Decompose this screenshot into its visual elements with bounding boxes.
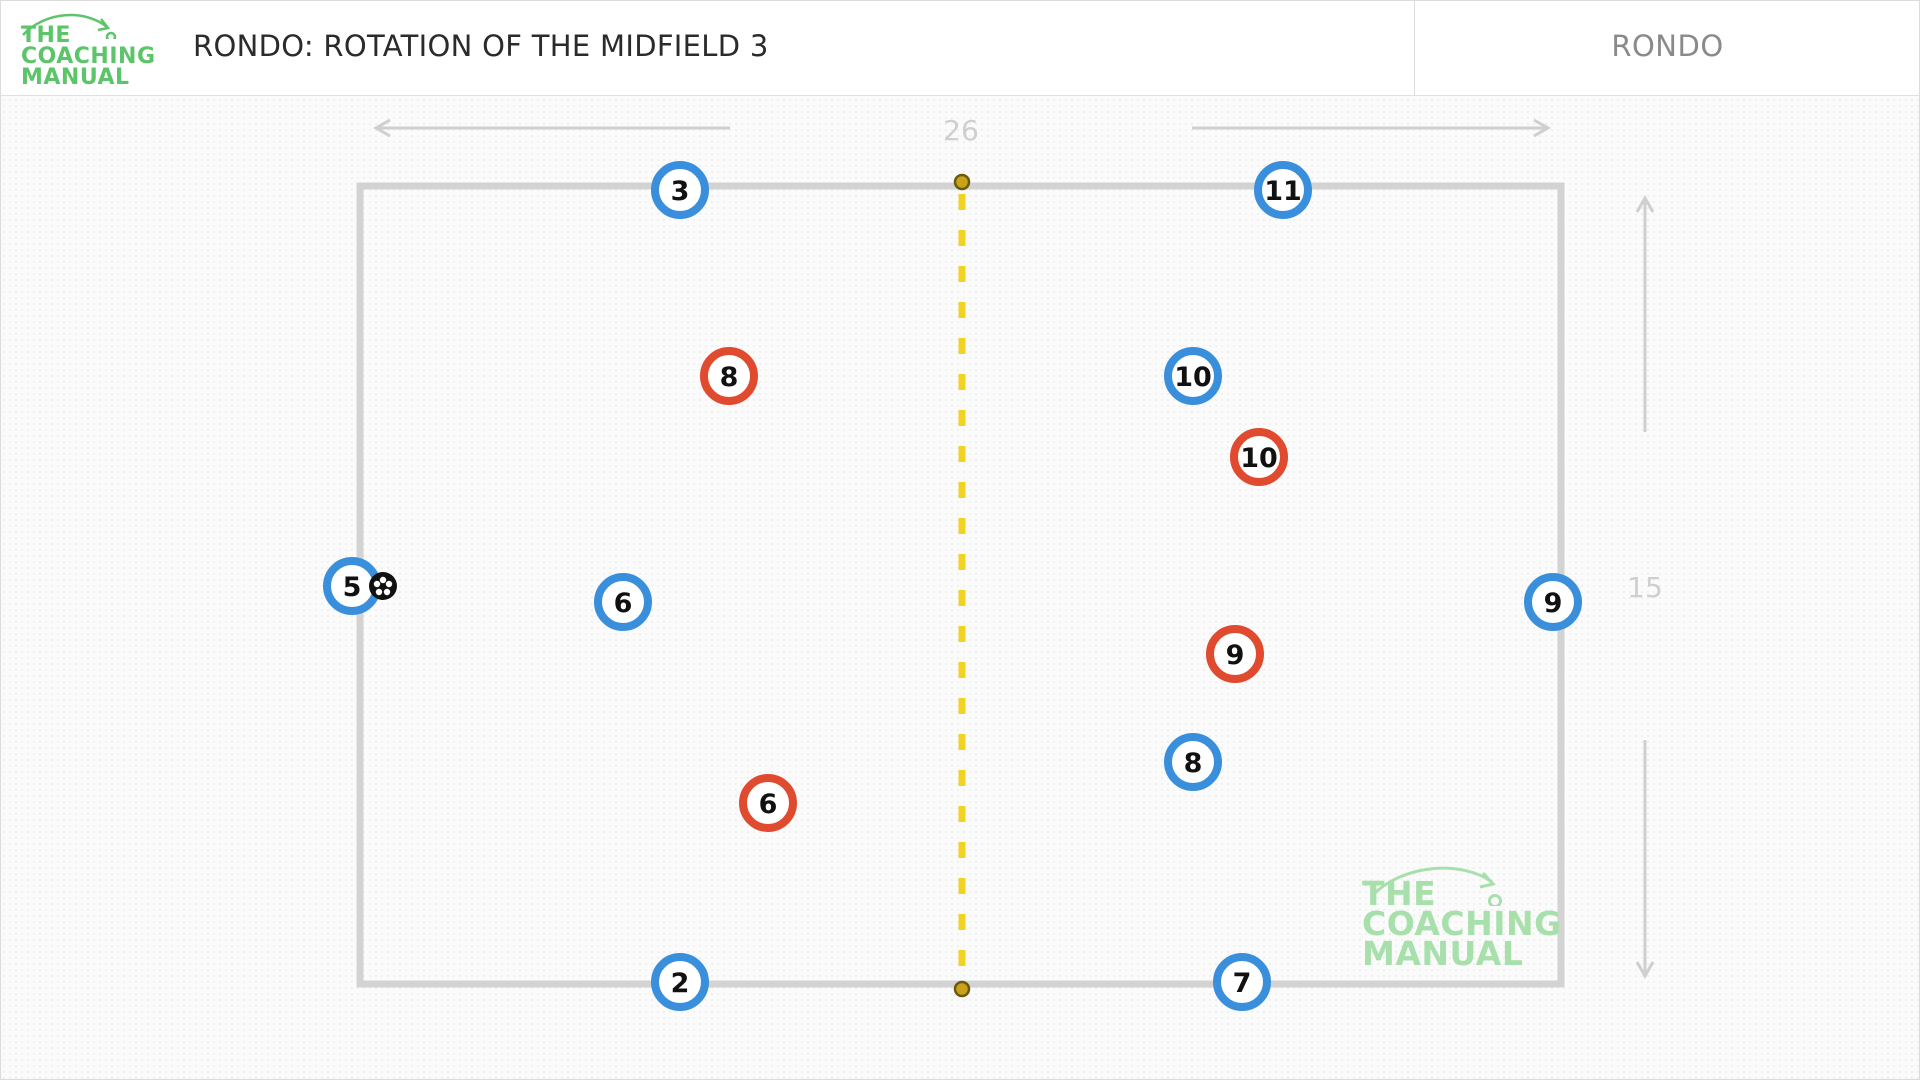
watermark-text-line: THE [1362, 874, 1437, 913]
width-label: 26 [943, 114, 979, 147]
player-number: 10 [1174, 362, 1212, 393]
drill-title: RONDO: ROTATION OF THE MIDFIELD 3 [193, 29, 769, 63]
watermark-text-line: MANUAL [1362, 934, 1524, 973]
coaching-manual-watermark: THE COACHING MANUAL [1352, 856, 1561, 986]
logo-arrow-icon [22, 13, 117, 39]
width-dimension: 26 [372, 114, 1552, 147]
player-marker-red-8[interactable]: 8 [700, 347, 758, 405]
player-number: 9 [1544, 588, 1563, 619]
drill-category: RONDO [1611, 29, 1724, 63]
watermark-arrow-icon [1370, 866, 1502, 906]
header-divider [1414, 1, 1415, 96]
player-number: 6 [759, 789, 778, 820]
player-marker-blue-11[interactable]: 11 [1254, 161, 1312, 219]
player-number: 8 [720, 362, 739, 393]
logo-text-line: THE [21, 23, 71, 48]
player-number: 2 [671, 968, 690, 999]
player-marker-blue-7[interactable]: 7 [1213, 953, 1271, 1011]
watermark-text-line: COACHING [1362, 904, 1562, 943]
player-marker-blue-6[interactable]: 6 [594, 573, 652, 631]
player-number: 10 [1240, 443, 1278, 474]
height-dimension: 15 [1627, 194, 1663, 980]
player-marker-blue-10[interactable]: 10 [1164, 347, 1222, 405]
cone-marker [953, 980, 971, 998]
player-marker-red-6[interactable]: 6 [739, 774, 797, 832]
height-label: 15 [1627, 571, 1663, 604]
players-layer: 3 11 5 6 10 9 8 2 7 8 10 9 6 [323, 161, 1582, 1011]
player-marker-blue-9[interactable]: 9 [1524, 573, 1582, 631]
player-marker-red-10[interactable]: 10 [1230, 428, 1288, 486]
player-number: 5 [343, 572, 362, 603]
player-number: 7 [1233, 968, 1252, 999]
player-number: 11 [1264, 176, 1302, 207]
player-marker-blue-3[interactable]: 3 [651, 161, 709, 219]
cone-marker [953, 173, 971, 191]
logo-text-line: COACHING [21, 44, 156, 69]
logo-text-line: MANUAL [21, 65, 130, 90]
player-number: 6 [614, 588, 633, 619]
player-marker-red-9[interactable]: 9 [1206, 625, 1264, 683]
player-number: 8 [1184, 748, 1203, 779]
ball-icon [369, 572, 397, 600]
player-marker-blue-2[interactable]: 2 [651, 953, 709, 1011]
player-number: 9 [1226, 640, 1245, 671]
header-bar: THE COACHING MANUAL RONDO: ROTATION OF T… [1, 1, 1919, 96]
player-marker-blue-8[interactable]: 8 [1164, 733, 1222, 791]
player-number: 3 [671, 176, 690, 207]
coaching-manual-logo: THE COACHING MANUAL [15, 9, 165, 93]
